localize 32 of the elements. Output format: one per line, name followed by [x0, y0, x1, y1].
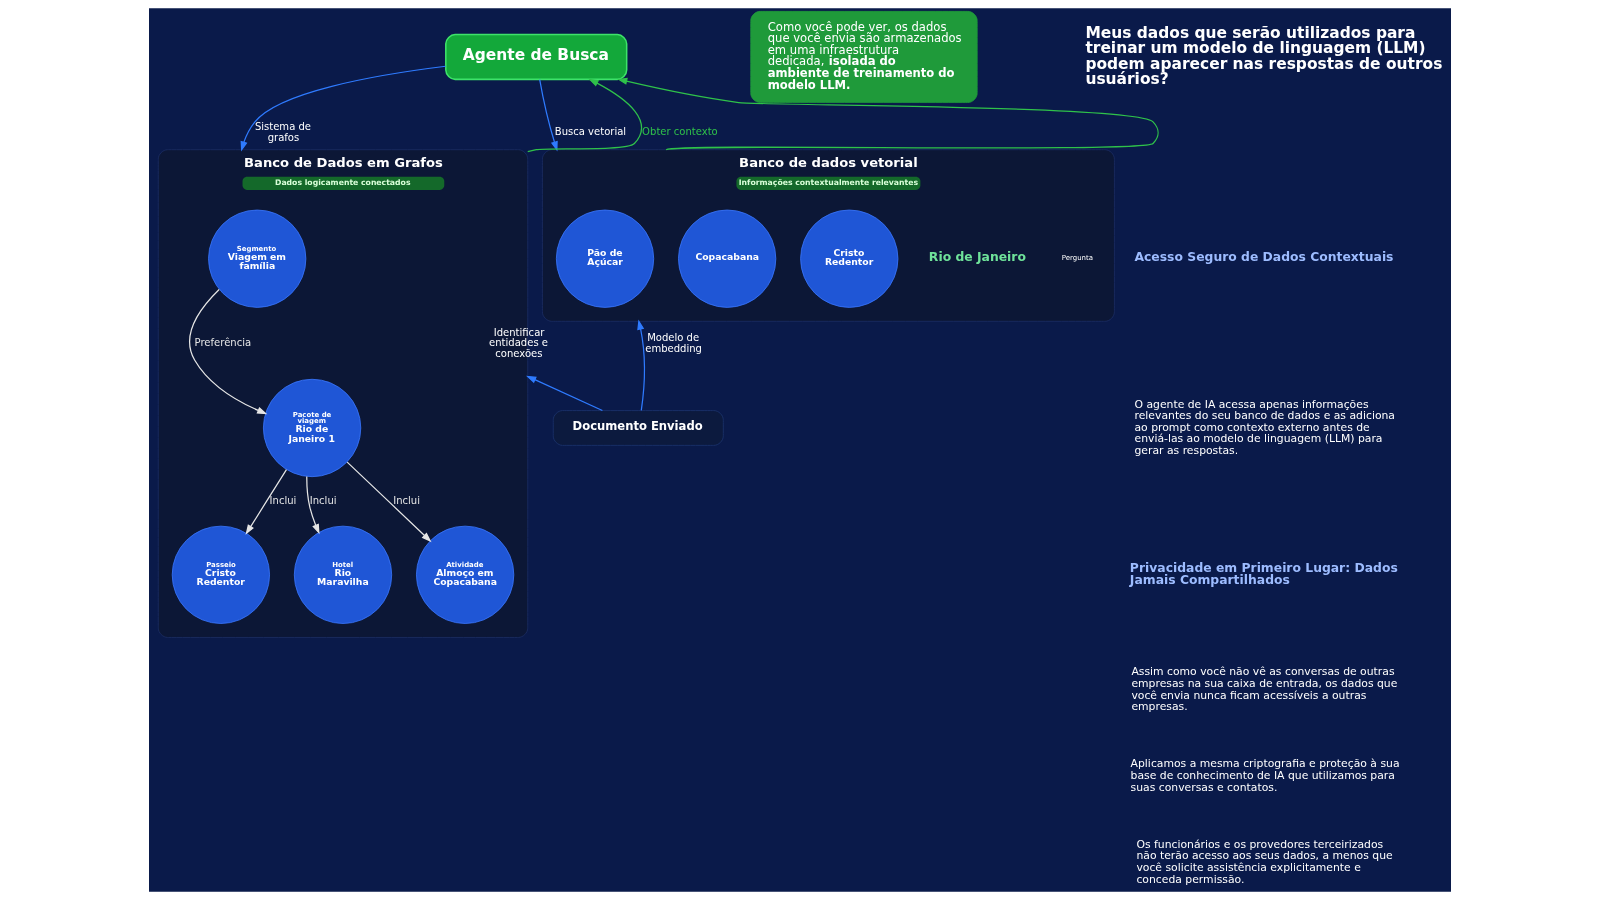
label: Aplicamos a mesma criptografia e proteção à sua base de conhecimento de IA que utilizamos para suas conversas e contatos. — [1130, 757, 1400, 794]
edge-label: Modelo de embedding — [645, 331, 702, 354]
edge-label: Identificar entidades e conexões — [489, 326, 548, 360]
arrow — [617, 77, 1159, 151]
node-box: Agente de Busca — [445, 33, 628, 81]
label: Meus dados que serão utilizados para treinar um modelo de linguagem (LLM) podem aparecer nas respostas de outros usuários? — [1085, 23, 1443, 89]
edge-label: Sistema de grafos — [254, 120, 312, 143]
arrow — [346, 461, 432, 543]
arrow — [637, 319, 646, 411]
arrow — [189, 288, 268, 415]
edge-label: Inclui — [269, 495, 297, 507]
arrow — [240, 65, 447, 152]
edge-label: Inclui — [393, 495, 421, 507]
label: Acesso Seguro de Dados Contextuais — [1134, 249, 1394, 264]
arrow — [306, 475, 320, 535]
node-box: Como você pode ver, os dados que você envia são armazenados em uma infraestrutura dedicada, isolada do ambiente de treinamento do modelo LLM. — [750, 10, 978, 103]
node-box: Documento Enviado — [552, 410, 724, 446]
node-circle: Pão de Açúcar — [555, 209, 655, 308]
edge-label: Obter contexto — [642, 126, 718, 138]
label: Privacidade em Primeiro Lugar: Dados Jamais Compartilhados — [1129, 560, 1398, 587]
label: Os funcionários e os provedores terceirizados não terão acesso aos seus dados, a menos que você solicite assistência explicitamente e conceda permissão. — [1136, 837, 1393, 886]
label: O agente de IA acessa apenas informações relevantes do seu banco de dados e as adiciona ao prompt como contexto externo antes de enviá-las ao modelo de linguagem (LLM) para gerar as respostas. — [1134, 397, 1395, 458]
arrow — [527, 78, 643, 153]
edge-label: Preferência — [194, 337, 252, 349]
arrow — [526, 375, 603, 412]
edge-label: Inclui — [309, 495, 337, 507]
edge-label: Busca vetorial — [554, 126, 627, 138]
node-circle: Cristo Redentor — [800, 209, 899, 308]
arrow — [245, 469, 288, 535]
node-circle: Copacabana — [678, 209, 777, 308]
label: Assim como você não vê as conversas de outras empresas na sua caixa de entrada, os dados que você envia nunca ficam acessíveis a outras empresas. — [1131, 665, 1398, 714]
label: Rio de Janeiro — [928, 249, 1026, 264]
